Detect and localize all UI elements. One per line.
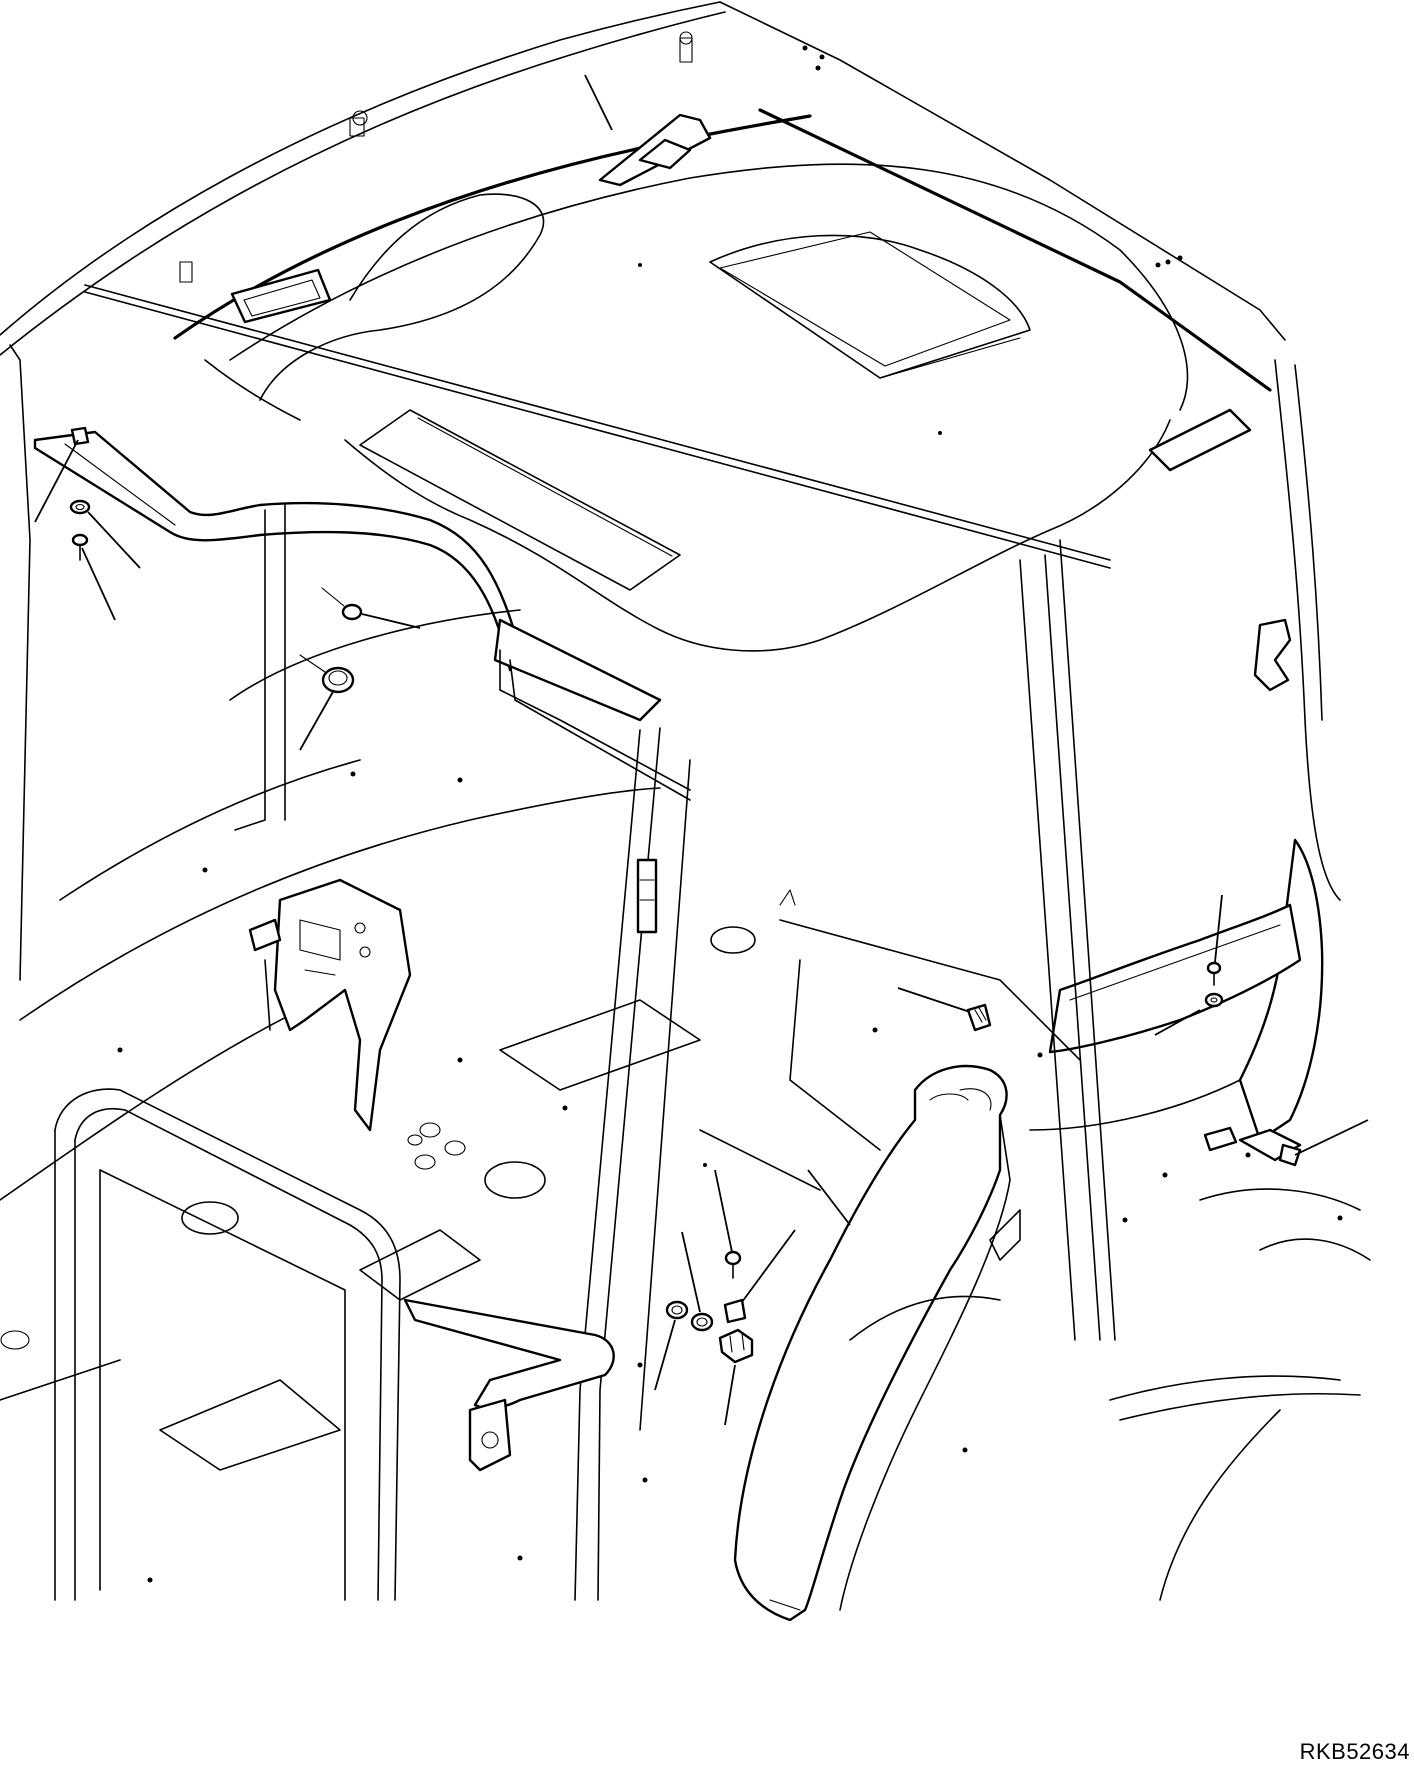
clip-lower [718, 1328, 754, 1364]
screw-pillar [1204, 961, 1224, 1008]
roof-headliner [173, 108, 1272, 652]
grommet-small [321, 587, 363, 621]
bolt-lower [723, 1250, 747, 1324]
leader-bolt-left [81, 547, 116, 621]
leader-nut-lower [741, 1229, 796, 1303]
screw-console-upper [966, 1003, 992, 1032]
leader-grommet-small [361, 613, 421, 629]
leader-grommet-large [299, 689, 335, 751]
drawing-code-label: RKB52634 [1299, 1739, 1410, 1764]
grommet-large [299, 654, 355, 694]
washer-lower-b [690, 1312, 714, 1332]
leader-pillar-screw [1214, 894, 1223, 963]
leader-front-roof-trim [584, 74, 613, 131]
leader-lines [34, 74, 1369, 1426]
right-console-side-trim [733, 1064, 1021, 1622]
right-pillar-trim [1029, 838, 1324, 1142]
leader-clip-lower [724, 1364, 736, 1426]
bolt-left [71, 533, 89, 561]
cab-floor [0, 609, 1371, 1601]
leader-bracket-right [1294, 1119, 1369, 1156]
outer-roof-shell [0, 1, 1286, 569]
leader-console-screw [897, 987, 971, 1013]
leader-console-trim [807, 1169, 851, 1226]
washer-left [69, 499, 91, 515]
grab-handle [403, 1298, 615, 1472]
door-frame [54, 1088, 401, 1601]
detail-holes [117, 45, 1343, 1583]
leader-washer-lower-a [654, 1319, 676, 1391]
leader-bolt-lower [714, 1169, 733, 1253]
cab-frame [9, 344, 1341, 1601]
leader-clip-top-left [34, 439, 79, 523]
leader-pillar-trim [1154, 1009, 1201, 1036]
fasteners [69, 426, 1224, 1364]
clip-top-left [70, 426, 90, 446]
leader-washer-left [87, 511, 141, 569]
leader-washer-lower-b [681, 1231, 701, 1313]
left-roof-side-trim [33, 430, 691, 801]
washer-lower-a [665, 1300, 689, 1320]
mounting-brackets [248, 618, 1302, 1167]
front-roof-trim [598, 113, 1252, 472]
